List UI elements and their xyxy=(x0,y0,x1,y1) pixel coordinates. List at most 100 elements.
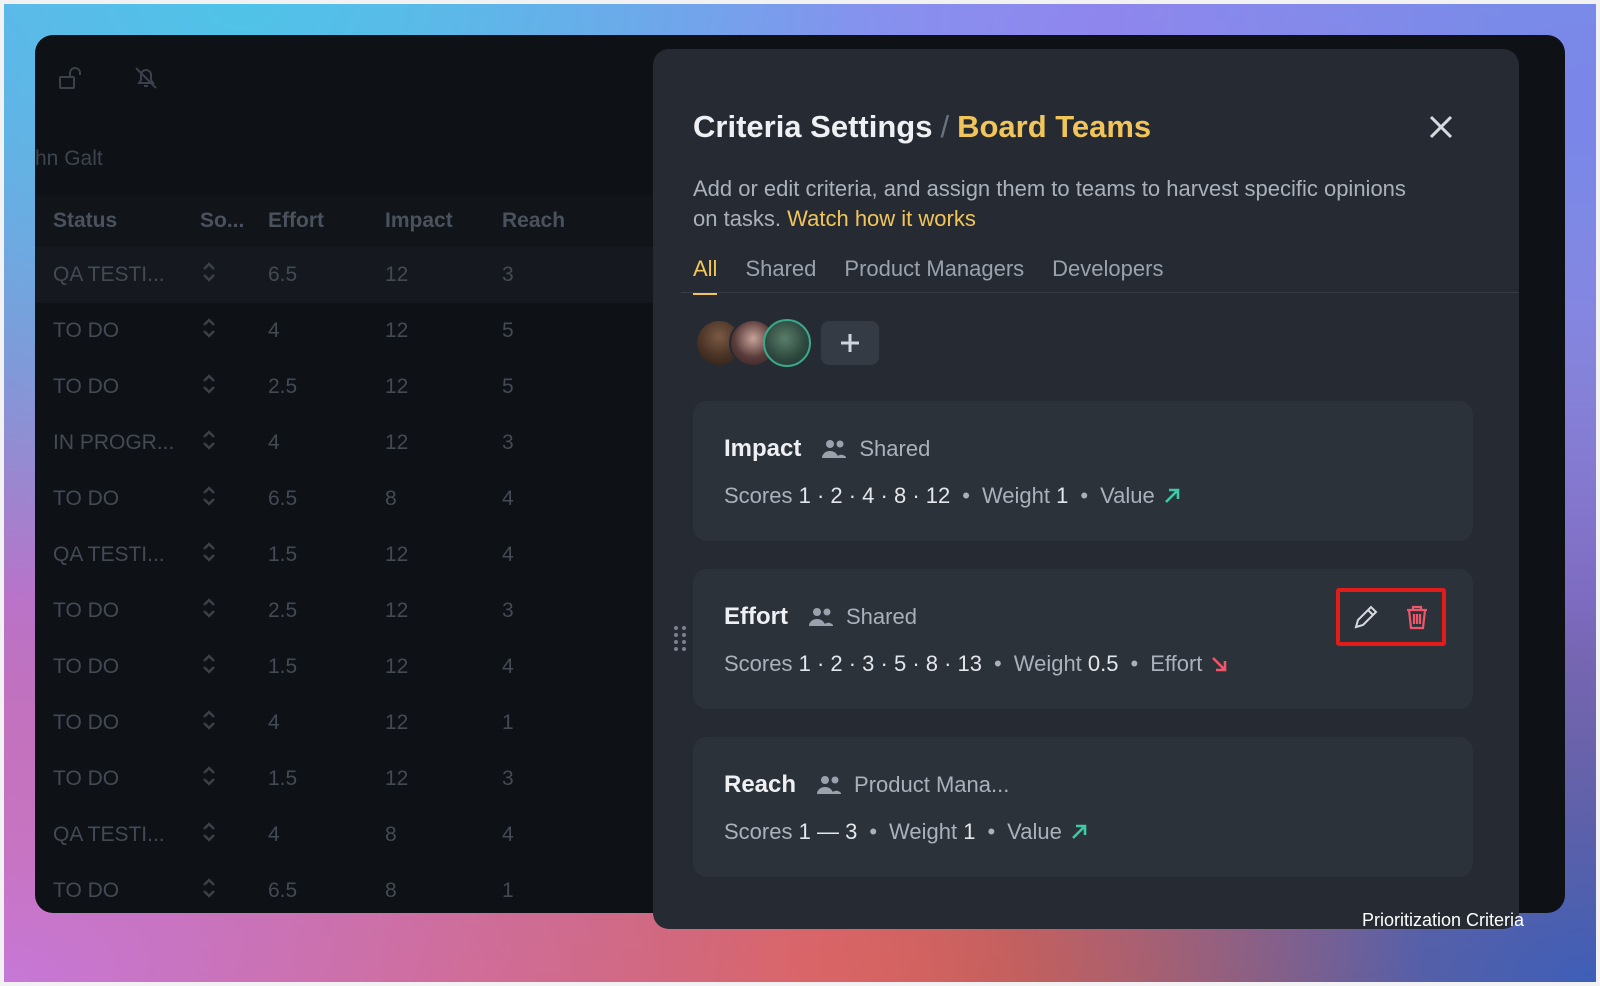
plus-icon xyxy=(841,334,859,352)
drag-handle-icon[interactable] xyxy=(673,625,687,651)
unlock-icon[interactable] xyxy=(57,65,83,91)
effort-cell: 1.5 xyxy=(268,767,298,790)
sort-updown-icon[interactable] xyxy=(200,485,218,507)
criterion-card-effort[interactable]: Effort Shared Scores 1 · 2 · 3 · 5 · 8 ·… xyxy=(693,569,1473,709)
criterion-name: Impact xyxy=(724,435,802,462)
toolbar-icons xyxy=(57,65,159,91)
weight-label: Weight xyxy=(889,819,958,844)
weight-value: 1 xyxy=(963,819,976,844)
scores-label: Scores xyxy=(724,651,793,676)
team-icon xyxy=(808,608,833,626)
reach-cell: 3 xyxy=(502,599,514,622)
impact-cell: 12 xyxy=(385,599,409,622)
column-impact[interactable]: Impact xyxy=(385,209,453,232)
sort-updown-icon[interactable] xyxy=(200,709,218,731)
sort-cell xyxy=(200,765,268,793)
sort-updown-icon[interactable] xyxy=(200,429,218,451)
tab-product-managers[interactable]: Product Managers xyxy=(844,256,1025,281)
impact-cell: 12 xyxy=(385,711,409,734)
column-effort[interactable]: Effort xyxy=(268,209,324,232)
impact-cell: 12 xyxy=(385,431,409,454)
add-member-button[interactable] xyxy=(821,321,879,365)
impact-cell: 12 xyxy=(385,655,409,678)
effort-cell: 4 xyxy=(268,823,280,846)
weight-label: Weight xyxy=(981,483,1051,508)
reach-cell: 1 xyxy=(502,711,514,734)
scores-label: Scores xyxy=(724,483,793,508)
sort-updown-icon[interactable] xyxy=(200,541,218,563)
status-cell: TO DO xyxy=(53,767,120,790)
criterion-details: Scores 1 · 2 · 3 · 5 · 8 · 13 • Weight 0… xyxy=(724,651,1228,677)
table-row[interactable]: TO DO 1.5 12 4 xyxy=(35,639,685,695)
effort-cell: 1.5 xyxy=(268,655,298,678)
close-button[interactable] xyxy=(1423,109,1459,145)
column-status[interactable]: Status xyxy=(53,209,118,232)
panel-description: Add or edit criteria, and assign them to… xyxy=(693,174,1433,234)
reach-cell: 4 xyxy=(502,543,514,566)
status-cell: QA TESTI... xyxy=(53,823,165,846)
column-sort[interactable]: So... xyxy=(200,209,245,232)
caption: Prioritization Criteria xyxy=(1362,910,1525,930)
trash-icon[interactable] xyxy=(1402,602,1432,632)
sort-cell xyxy=(200,597,268,625)
sort-cell xyxy=(200,485,268,513)
criterion-details: Scores 1 — 3 • Weight 1 • Value xyxy=(724,819,1088,845)
edit-pencil-icon[interactable] xyxy=(1351,602,1381,632)
criterion-card-reach[interactable]: Reach Product Mana... Scores 1 — 3 • Wei… xyxy=(693,737,1473,877)
criterion-kind: Effort xyxy=(1150,651,1203,676)
status-cell: QA TESTI... xyxy=(53,263,165,286)
reach-cell: 4 xyxy=(502,655,514,678)
impact-cell: 12 xyxy=(385,543,409,566)
criterion-card-impact[interactable]: Impact Shared Scores 1 · 2 · 4 · 8 · 12 … xyxy=(693,401,1473,541)
title-board-teams: Board Teams xyxy=(957,109,1152,144)
sort-updown-icon[interactable] xyxy=(200,765,218,787)
effort-cell: 4 xyxy=(268,431,280,454)
tab-shared[interactable]: Shared xyxy=(745,256,817,281)
sort-updown-icon[interactable] xyxy=(200,653,218,675)
description-text: Add or edit criteria, and assign them to… xyxy=(693,176,1406,231)
sort-updown-icon[interactable] xyxy=(200,877,218,899)
sort-updown-icon[interactable] xyxy=(200,317,218,339)
weight-value: 1 xyxy=(1056,483,1069,508)
sort-cell xyxy=(200,821,268,849)
status-cell: TO DO xyxy=(53,711,120,734)
weight-value: 0.5 xyxy=(1087,651,1119,676)
impact-cell: 8 xyxy=(385,487,397,510)
scores-values: 1 — 3 xyxy=(798,819,858,844)
sort-cell xyxy=(200,541,268,569)
criterion-team: Shared xyxy=(845,604,917,629)
effort-cell: 2.5 xyxy=(268,599,298,622)
column-reach[interactable]: Reach xyxy=(502,209,566,232)
status-cell: TO DO xyxy=(53,655,120,678)
bell-off-icon[interactable] xyxy=(133,65,159,91)
scores-values: 1 · 2 · 3 · 5 · 8 · 13 xyxy=(798,651,983,676)
sort-updown-icon[interactable] xyxy=(200,821,218,843)
watch-how-it-works-link[interactable]: Watch how it works xyxy=(787,206,976,231)
effort-cell: 6.5 xyxy=(268,879,298,902)
sort-updown-icon[interactable] xyxy=(200,261,218,283)
sort-updown-icon[interactable] xyxy=(200,597,218,619)
reach-cell: 4 xyxy=(502,823,514,846)
reach-cell: 5 xyxy=(502,319,514,342)
status-cell: TO DO xyxy=(53,879,120,902)
tasks-table: Status So... Effort Impact Reach QA TEST… xyxy=(35,195,685,913)
tab-developers[interactable]: Developers xyxy=(1052,256,1164,281)
title-separator: / xyxy=(940,109,950,144)
tab-all[interactable]: All xyxy=(693,256,718,295)
status-cell: IN PROGR... xyxy=(53,431,175,454)
sort-updown-icon[interactable] xyxy=(200,373,218,395)
avatar[interactable] xyxy=(763,319,811,367)
impact-cell: 12 xyxy=(385,263,409,286)
criterion-header: Impact Shared xyxy=(724,435,930,463)
